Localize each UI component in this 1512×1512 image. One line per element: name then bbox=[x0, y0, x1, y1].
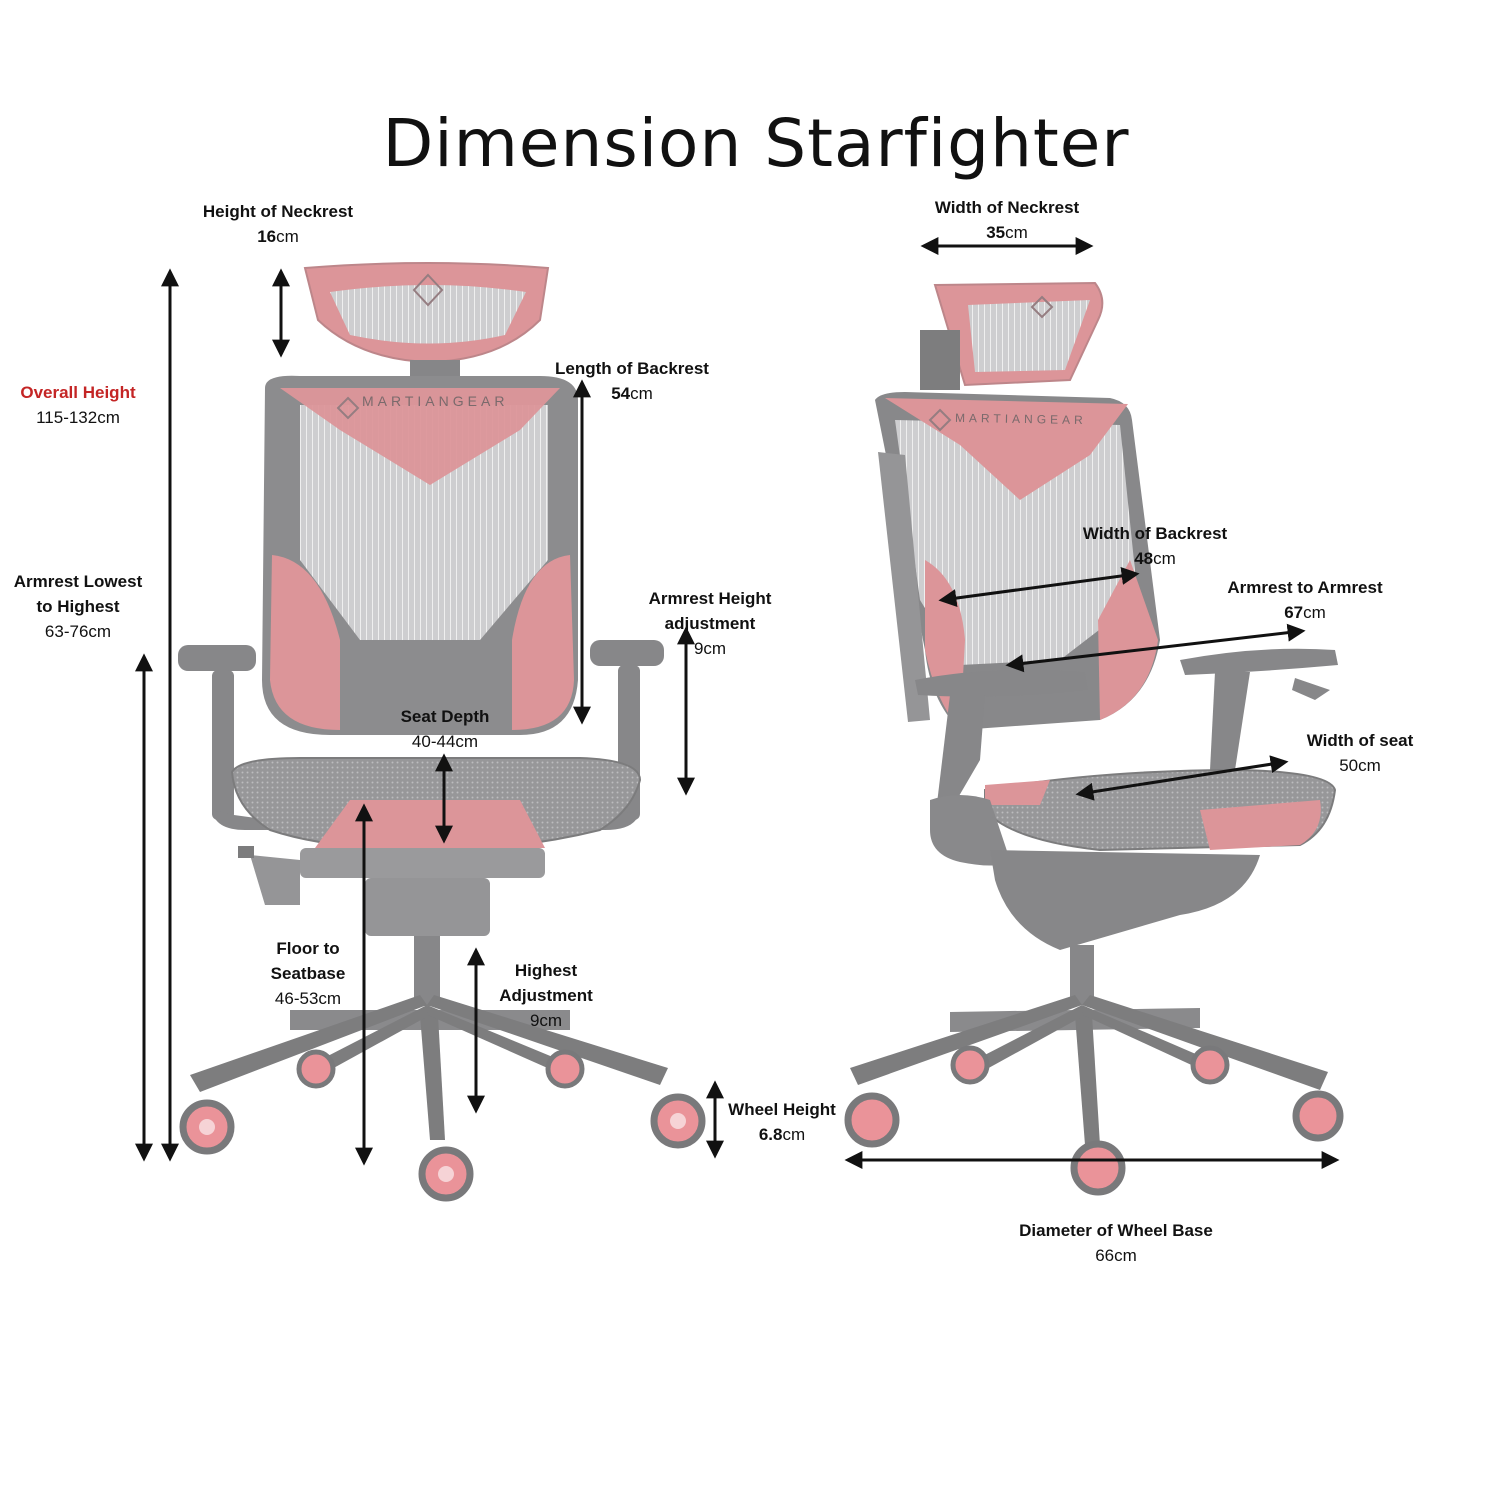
label-value: 9cm bbox=[529, 1011, 563, 1030]
label-floor-to-seat: Floor to Seatbase 46-53cm bbox=[248, 936, 368, 1011]
brand-logo-icon bbox=[928, 408, 952, 432]
label-value: 48 bbox=[1134, 549, 1154, 568]
label-title-line2: Seatbase bbox=[270, 964, 346, 983]
label-title-line1: Highest bbox=[514, 961, 578, 980]
label-value: 66cm bbox=[1095, 1246, 1137, 1265]
label-backrest-width: Width of Backrest 48cm bbox=[1055, 521, 1255, 571]
label-value: 54 bbox=[611, 384, 631, 403]
label-backrest-length: Length of Backrest 54cm bbox=[532, 356, 732, 406]
front-chair bbox=[178, 262, 706, 1202]
brand-logo-icon bbox=[336, 396, 360, 420]
arrow-armrest-to-armrest bbox=[1005, 623, 1306, 673]
label-value: 115-132cm bbox=[36, 408, 120, 427]
side-brand-text: MARTIANGEAR bbox=[954, 410, 1087, 428]
label-unit: cm bbox=[782, 1125, 806, 1144]
label-armrest-to-armrest: Armrest to Armrest 67cm bbox=[1195, 575, 1415, 625]
label-value: 63-76cm bbox=[44, 622, 112, 641]
label-seat-width: Width of seat 50cm bbox=[1290, 728, 1430, 778]
arrow-backrest-width bbox=[938, 566, 1140, 608]
label-armrest-adjust: Armrest Height adjustment 9cm bbox=[630, 586, 790, 661]
label-title: Overall Height bbox=[20, 383, 136, 402]
label-wheelbase-diameter: Diameter of Wheel Base 66cm bbox=[996, 1218, 1236, 1268]
brand-logo-icon bbox=[412, 273, 444, 307]
label-unit: cm bbox=[1303, 603, 1326, 622]
label-title-line1: Armrest Lowest bbox=[13, 572, 143, 591]
label-title: Width of Neckrest bbox=[934, 198, 1080, 217]
page-title: Dimension Starfighter bbox=[382, 105, 1130, 182]
side-neckrest bbox=[920, 281, 1104, 390]
side-seat bbox=[930, 768, 1337, 950]
side-base bbox=[844, 945, 1344, 1196]
front-wheels bbox=[179, 1049, 706, 1202]
label-value: 67 bbox=[1284, 603, 1304, 622]
label-title: Seat Depth bbox=[400, 707, 490, 726]
label-unit: cm bbox=[1153, 549, 1176, 568]
label-title-line2: to Highest bbox=[36, 597, 120, 616]
label-value: 50cm bbox=[1339, 756, 1381, 775]
label-highest-adjust: Highest Adjustment 9cm bbox=[486, 958, 606, 1033]
front-brand-text: MARTIANGEAR bbox=[362, 393, 509, 409]
label-unit: cm bbox=[276, 227, 299, 246]
arrow-seat-width bbox=[1075, 755, 1289, 801]
label-value: 9cm bbox=[693, 639, 727, 658]
label-title: Height of Neckrest bbox=[202, 202, 354, 221]
label-title: Width of seat bbox=[1306, 731, 1414, 750]
label-neckrest-height: Height of Neckrest 16cm bbox=[178, 199, 378, 249]
label-overall-height: Overall Height 115-132cm bbox=[0, 380, 156, 430]
label-neckrest-width: Width of Neckrest 35cm bbox=[907, 195, 1107, 245]
front-neckrest bbox=[303, 262, 550, 376]
label-value: 46-53cm bbox=[274, 989, 342, 1008]
label-title-line1: Floor to bbox=[276, 939, 340, 958]
label-title: Armrest to Armrest bbox=[1227, 578, 1383, 597]
label-armrest-range: Armrest Lowest to Highest 63-76cm bbox=[0, 569, 156, 644]
label-wheel-height: Wheel Height 6.8cm bbox=[720, 1097, 844, 1147]
label-title-line2: Adjustment bbox=[499, 986, 593, 1005]
label-value: 40-44cm bbox=[411, 732, 479, 751]
label-unit: cm bbox=[1005, 223, 1028, 242]
label-title-line1: Armrest Height bbox=[648, 589, 772, 608]
front-backrest bbox=[262, 375, 578, 735]
front-seat bbox=[230, 757, 642, 936]
dimension-arrows bbox=[135, 237, 1340, 1169]
label-value: 16 bbox=[257, 227, 277, 246]
label-value: 6.8 bbox=[758, 1125, 783, 1144]
label-title: Length of Backrest bbox=[555, 359, 709, 378]
label-seat-depth: Seat Depth 40-44cm bbox=[375, 704, 515, 754]
label-unit: cm bbox=[630, 384, 653, 403]
brand-logo-icon bbox=[1030, 295, 1054, 319]
side-chair bbox=[844, 281, 1344, 1196]
label-value: 35 bbox=[986, 223, 1006, 242]
label-title: Diameter of Wheel Base bbox=[1019, 1221, 1213, 1240]
label-title: Width of Backrest bbox=[1082, 524, 1228, 543]
label-title-line2: adjustment bbox=[664, 614, 756, 633]
label-title: Wheel Height bbox=[728, 1100, 836, 1119]
